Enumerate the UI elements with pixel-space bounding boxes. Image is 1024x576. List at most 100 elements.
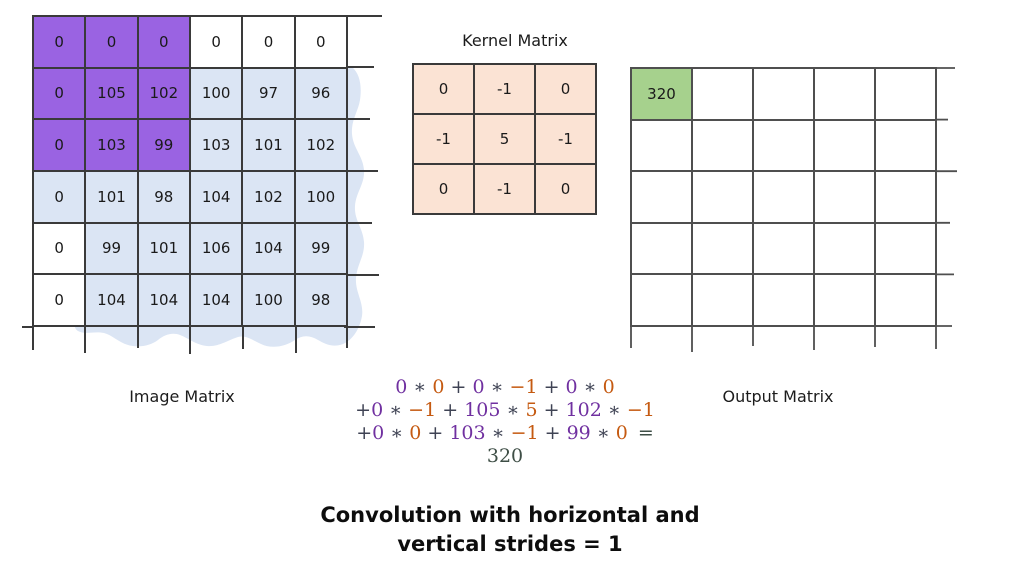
formula-term: + [537, 376, 566, 398]
image-matrix-cell: 99 [138, 120, 191, 172]
image-matrix-cell: 100 [243, 275, 296, 327]
image-matrix-cell: 0 [86, 17, 139, 69]
output-matrix-cell [632, 120, 693, 173]
formula-line: +0 ∗ 0 + 103 ∗ −1 + 99 ∗ 0= 320 [350, 422, 660, 468]
output-matrix-cell [693, 120, 754, 173]
output-matrix-cell [876, 172, 937, 224]
formula-line: +0 ∗ −1 + 105 ∗ 5 + 102 ∗ −1 [350, 399, 660, 422]
image-matrix-cell: 104 [190, 275, 244, 327]
image-matrix-cell: 0 [295, 17, 348, 69]
output-matrix-cell [815, 69, 876, 121]
output-matrix-cell [693, 69, 754, 121]
kernel-matrix-label: Kernel Matrix [462, 31, 568, 50]
output-matrix-cell [815, 275, 876, 327]
image-matrix-cell: 0 [34, 17, 87, 69]
image-matrix-cell: 0 [34, 120, 87, 172]
output-matrix-cell [693, 275, 754, 327]
formula-term: −1 [626, 399, 655, 421]
kernel-matrix-cell: -1 [414, 115, 475, 165]
formula-term: ∗ [601, 399, 627, 421]
image-matrix-cell: 99 [86, 223, 139, 276]
image-matrix-cell: 99 [295, 223, 348, 276]
output-matrix-cell [876, 120, 937, 173]
formula-term: −1 [408, 399, 437, 421]
image-matrix-cell: 0 [34, 275, 87, 327]
output-matrix-cell [815, 223, 876, 276]
image-matrix-cell: 0 [34, 223, 87, 276]
formula-term: + [421, 422, 450, 444]
image-matrix-cell: 103 [86, 120, 139, 172]
image-matrix-cell: 97 [243, 68, 296, 121]
image-matrix-cell: 98 [138, 172, 191, 224]
caption-title: Convolution with horizontal and vertical… [298, 501, 722, 559]
output-matrix-cell [876, 223, 937, 276]
kernel-matrix-cell: -1 [475, 165, 536, 215]
image-matrix-cell: 101 [243, 120, 296, 172]
kernel-matrix-cell: 0 [536, 165, 597, 215]
kernel-matrix-cell: 5 [475, 115, 536, 165]
output-matrix-cell [754, 275, 815, 327]
image-matrix-cell: 102 [138, 68, 191, 121]
formula-line: 0 ∗ 0 + 0 ∗ −1 + 0 ∗ 0 [350, 376, 660, 399]
output-matrix-cell [876, 275, 937, 327]
formula-term: 99 [566, 422, 591, 444]
image-matrix-cell: 105 [86, 68, 139, 121]
image-matrix-cell: 100 [190, 68, 244, 121]
output-matrix-label: Output Matrix [722, 387, 834, 406]
kernel-matrix-cell: -1 [475, 65, 536, 115]
formula-term: ∗ [485, 422, 511, 444]
formula-term: 0 [615, 422, 628, 444]
image-matrix-cell: 96 [295, 68, 348, 121]
formula-term: 0 [602, 376, 615, 398]
formula-term: ∗ [407, 376, 433, 398]
kernel-matrix-cell: 0 [414, 165, 475, 215]
image-matrix-cell: 103 [190, 120, 244, 172]
formula-term: + [355, 399, 372, 421]
formula-term: + [444, 376, 473, 398]
output-matrix-cell [754, 223, 815, 276]
image-matrix-cell: 100 [295, 172, 348, 224]
formula-term: ∗ [484, 376, 510, 398]
image-matrix-cell: 104 [86, 275, 139, 327]
image-matrix-cell: 0 [243, 17, 296, 69]
formula-term: 5 [525, 399, 538, 421]
formula-term: + [356, 422, 373, 444]
image-matrix-cell: 98 [295, 275, 348, 327]
caption-line-1: Convolution with horizontal and [320, 503, 700, 527]
formula-term: 0 [371, 399, 384, 421]
output-matrix-cell [815, 172, 876, 224]
formula-term: 0 [395, 376, 408, 398]
formula-term: ∗ [577, 376, 603, 398]
output-matrix-cell [693, 223, 754, 276]
formula-term: 102 [565, 399, 602, 421]
output-matrix-cell [815, 120, 876, 173]
caption-line-2: vertical strides = 1 [397, 532, 623, 556]
output-matrix-cell [876, 69, 937, 121]
image-matrix-cell: 104 [243, 223, 296, 276]
image-matrix-label: Image Matrix [129, 387, 235, 406]
output-matrix-cell [632, 275, 693, 327]
output-matrix-cell [632, 223, 693, 276]
image-matrix-cell: 106 [190, 223, 244, 276]
image-matrix-cell: 101 [138, 223, 191, 276]
output-matrix-cell [754, 172, 815, 224]
convolution-formula: 0 ∗ 0 + 0 ∗ −1 + 0 ∗ 0+0 ∗ −1 + 105 ∗ 5 … [350, 376, 660, 468]
formula-term: 0 [372, 422, 385, 444]
image-matrix-cell: 0 [34, 68, 87, 121]
output-matrix-cell [754, 120, 815, 173]
image-matrix-cell: 104 [138, 275, 191, 327]
image-matrix-cell: 101 [86, 172, 139, 224]
output-matrix-cell: 320 [632, 69, 693, 121]
formula-term: 103 [449, 422, 486, 444]
image-matrix-cell: 0 [34, 172, 87, 224]
formula-term: −1 [509, 376, 538, 398]
kernel-matrix-cell: -1 [536, 115, 597, 165]
formula-term: −1 [510, 422, 539, 444]
formula-term: + [538, 422, 567, 444]
formula-term: + [537, 399, 566, 421]
formula-term: 105 [464, 399, 501, 421]
formula-term: ∗ [500, 399, 526, 421]
